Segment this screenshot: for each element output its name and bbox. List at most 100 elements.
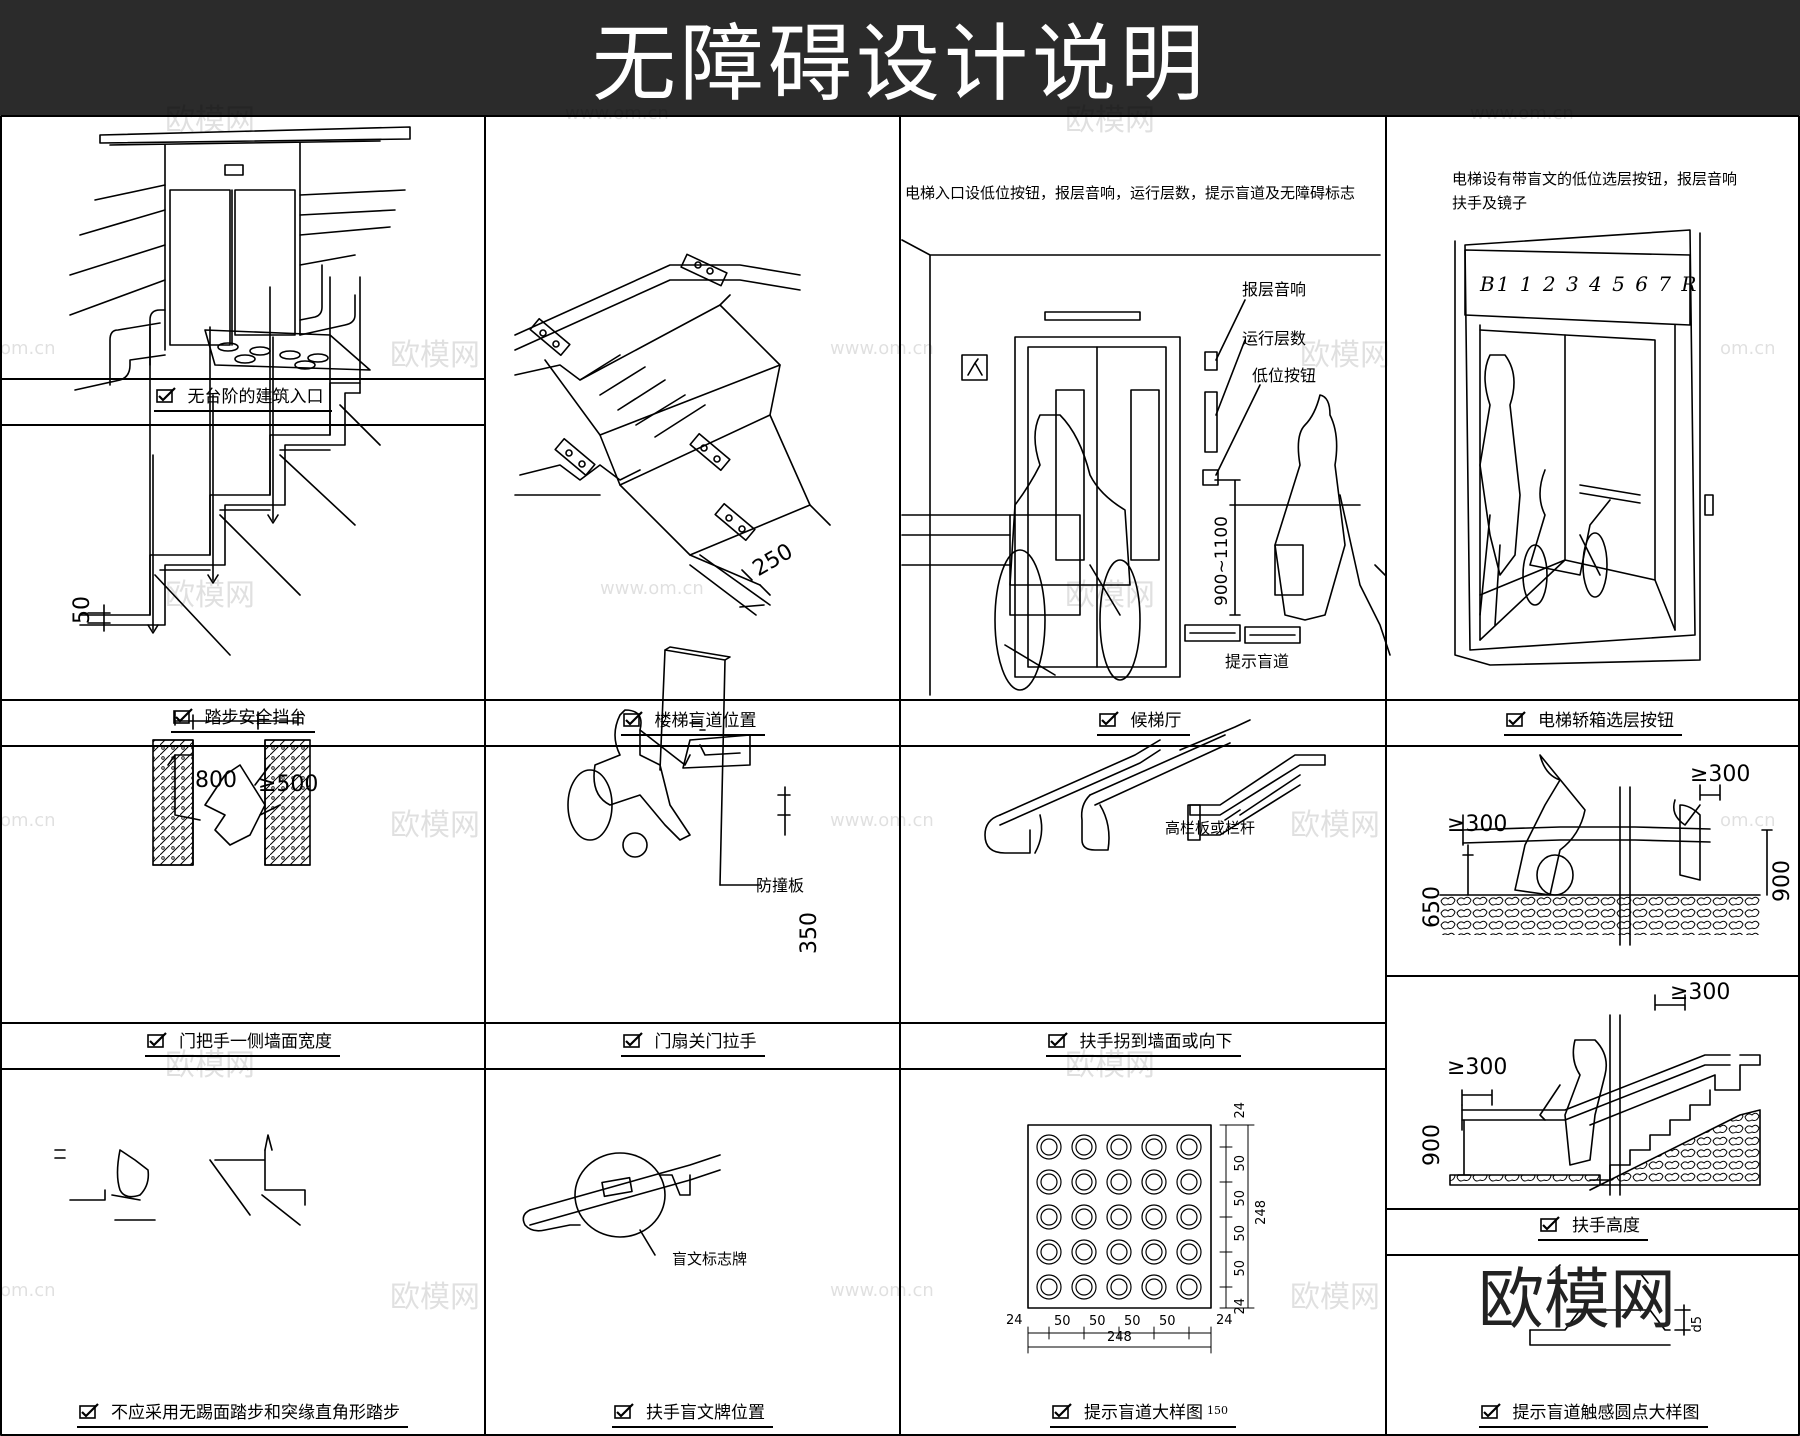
- dim-pave-pitch-v: 50: [1233, 1225, 1248, 1242]
- watermark: om.cn: [1720, 810, 1776, 831]
- caption-stair-blind: 楼梯盲道位置: [485, 706, 900, 736]
- label-braille-plate: 盲文标志牌: [672, 1250, 748, 1268]
- car-note-line1: 电梯设有带盲文的低位选层按钮，报层音响: [1452, 170, 1738, 188]
- dim-kick-height: 350: [797, 912, 822, 954]
- caption-step-guard: 踏步安全挡台: [0, 703, 485, 733]
- checkbox-icon: [1540, 1215, 1560, 1232]
- watermark: www.om.cn: [830, 1280, 934, 1301]
- entrance-drawing: [69, 126, 411, 391]
- dim-pave-pitch-v: 50: [1233, 1190, 1248, 1207]
- scale-note: 150: [1207, 1404, 1228, 1417]
- checkbox-icon: [614, 1402, 634, 1419]
- watermark: 欧模网: [1300, 338, 1390, 373]
- floor-indicator: B1 1 2 3 4 5 6 7 R: [1480, 272, 1699, 296]
- car-buttons-drawing: [1454, 229, 1714, 666]
- caption-handrail-height: 扶手高度: [1386, 1211, 1800, 1241]
- checkbox-icon: [1480, 1402, 1501, 1419]
- dim-ext-top-right: ≥300: [1690, 762, 1751, 787]
- caption-entrance: 无台阶的建筑入口: [0, 382, 485, 412]
- dim-dot-height: d5: [1690, 1316, 1705, 1333]
- dim-pave-pitch: 50: [1159, 1314, 1176, 1329]
- watermark: 欧模网: [1290, 1280, 1380, 1315]
- watermark: www.om.cn: [600, 578, 704, 599]
- watermark: 欧模网: [1290, 808, 1380, 843]
- label-low-button: 低位按钮: [1252, 366, 1317, 385]
- watermark: 欧模网: [165, 578, 255, 613]
- checkbox-icon: [1047, 1031, 1068, 1048]
- checkbox-icon: [1506, 710, 1526, 727]
- elevator-hall-note: 电梯入口设低位按钮，报层音响，运行层数，提示盲道及无障碍标志: [905, 184, 1356, 202]
- label-announce: 报层音响: [1242, 280, 1307, 299]
- label-tactile-hint: 提示盲道: [1225, 652, 1290, 671]
- tactile-dot-drawing: [1529, 1264, 1691, 1346]
- caption-door-pull: 门扇关门拉手: [485, 1027, 900, 1057]
- caption-braille-sign: 扶手盲文牌位置: [485, 1398, 900, 1428]
- caption-handrail-end: 扶手拐到墙面或向下: [900, 1027, 1386, 1057]
- watermark: 欧模网: [165, 1048, 255, 1083]
- open-riser-drawing: [54, 1134, 306, 1226]
- watermark: 欧模网: [165, 103, 255, 138]
- dim-step-guard: 50: [70, 596, 95, 624]
- dim-pave-edge: 24: [1006, 1313, 1023, 1328]
- dim-stair-ext-top: ≥300: [1670, 980, 1731, 1005]
- dim-rail-high: 900: [1770, 860, 1795, 902]
- dim-pave-pitch: 50: [1054, 1314, 1071, 1329]
- label-rail-or-post: 高栏板或栏杆: [1165, 819, 1256, 837]
- dim-pave-pitch-v: 50: [1233, 1155, 1248, 1172]
- page-title: 无障碍设计说明: [0, 0, 1800, 115]
- watermark: om.cn: [0, 1280, 56, 1301]
- checkbox-icon: [622, 710, 643, 727]
- dim-pave-pitch: 50: [1124, 1314, 1141, 1329]
- checkbox-icon: [155, 386, 176, 403]
- caption-no-open-riser: 不应采用无踢面踏步和突缘直角形踏步: [0, 1398, 485, 1428]
- dim-rail-low: 650: [1420, 886, 1445, 928]
- watermark-logo: 欧模网: [1478, 1261, 1676, 1338]
- step-guard-drawing: [79, 276, 381, 656]
- label-kick-plate: 防撞板: [756, 876, 805, 895]
- dim-stair-rail: 900: [1420, 1124, 1445, 1166]
- watermark: om.cn: [1720, 338, 1776, 359]
- watermark: 欧模网: [390, 808, 480, 843]
- dim-pave-edge-v: 24: [1233, 1298, 1248, 1315]
- watermark: 欧模网: [390, 338, 480, 373]
- checkbox-icon: [172, 707, 193, 724]
- watermark: 欧模网: [1065, 578, 1155, 613]
- dim-hall-height: 900~1100: [1212, 516, 1232, 606]
- door-pull-drawing: [567, 646, 791, 886]
- watermark: www.om.cn: [830, 338, 934, 359]
- stair-blind-drawing: [514, 253, 831, 616]
- grid-lines: [0, 115, 1800, 1436]
- elevator-hall-drawing: [901, 239, 1391, 696]
- watermark: om.cn: [0, 338, 56, 359]
- handrail-stair-drawing: [1449, 994, 1761, 1196]
- checkbox-icon: [79, 1402, 99, 1419]
- caption-elevator-hall: 候梯厅: [900, 706, 1386, 736]
- dim-pave-pitch: 50: [1089, 1314, 1106, 1329]
- dim-ext-top-left: ≥300: [1447, 812, 1508, 837]
- handrail-ramp-drawing: [1439, 754, 1773, 946]
- drawing-sheet: [0, 115, 1800, 1436]
- watermark: 欧模网: [1065, 1048, 1155, 1083]
- braille-sign-drawing: [522, 1152, 721, 1256]
- watermark: 欧模网: [1065, 103, 1155, 138]
- caption-car-buttons: 电梯轿箱选层按钮: [1386, 706, 1800, 736]
- label-floor-count: 运行层数: [1242, 329, 1307, 348]
- checkbox-icon: [622, 1031, 643, 1048]
- checkbox-icon: [1052, 1402, 1072, 1419]
- dim-pave-pitch-v: 50: [1233, 1260, 1248, 1277]
- dim-wall-min: ≥500: [258, 772, 319, 797]
- dim-pave-total-v: 248: [1254, 1200, 1269, 1225]
- dim-stair-ext-left: ≥300: [1447, 1055, 1508, 1080]
- watermark: 欧模网: [390, 1280, 480, 1315]
- tactile-paving-drawing: [1027, 1124, 1255, 1354]
- caption-tactile-dots: 提示盲道触感圆点大样图: [1386, 1398, 1800, 1428]
- dim-pave-total: 248: [1107, 1330, 1132, 1345]
- watermark: om.cn: [0, 810, 56, 831]
- door-handle-drawing: [152, 711, 311, 866]
- checkbox-icon: [1098, 710, 1119, 727]
- car-note-line2: 扶手及镜子: [1452, 194, 1528, 212]
- checkbox-icon: [147, 1031, 167, 1048]
- watermark: www.om.cn: [830, 810, 934, 831]
- dim-wall-width: 800: [195, 768, 237, 793]
